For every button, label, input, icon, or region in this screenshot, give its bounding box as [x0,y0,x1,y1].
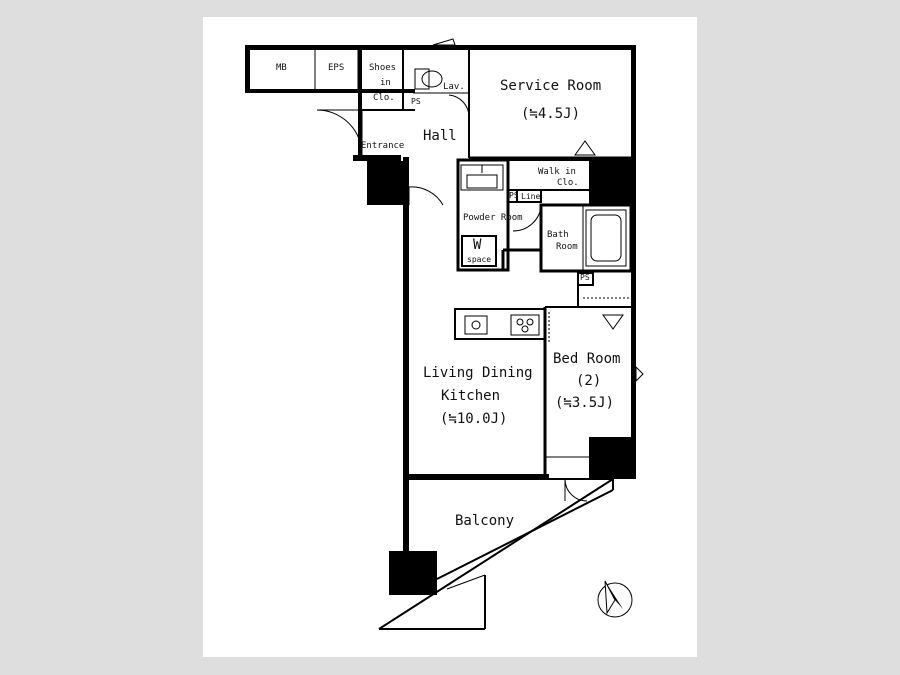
label-bed-line1: Bed Room [553,351,621,367]
label-ldk-line2: Kitchen [441,388,501,404]
label-lav: Lav. [443,82,465,92]
label-hall: Hall [423,128,457,144]
label-bed-line2: (2) [576,373,602,389]
label-balcony: Balcony [455,513,515,529]
label-eps: EPS [328,63,345,73]
label-w-space-word: space [467,255,492,264]
label-shoes-line2: in [380,78,391,88]
bathtub-icon [585,209,627,267]
toilet-icon [414,68,443,90]
label-linen: Line [521,192,541,201]
label-w-space-letter: W [473,237,482,253]
label-walk-in-line2: Clo. [557,178,579,188]
label-entrance: Entrance [361,141,405,151]
label-ps-1: PS [411,97,421,106]
label-mb: MB [276,63,287,73]
label-ldk-line1: Living Dining [423,365,533,381]
label-powder-room: Powder Room [463,213,523,223]
label-ldk-size: (≒10.0J) [440,411,508,427]
label-walk-in-line1: Walk in [538,167,576,177]
exterior-walls [245,45,636,595]
label-service-room: Service Room [500,78,602,94]
floor-plan-drawing [245,38,644,630]
label-ps-3: PS [580,273,590,282]
interior-walls [314,50,633,630]
label-service-room-size: (≒4.5J) [521,106,581,122]
stove-icon [464,314,540,336]
label-ps-2: PS [509,191,519,200]
washer-space-icon [461,235,497,267]
label-shoes-line3: Clo. [373,93,395,103]
label-bed-size: (≒3.5J) [555,395,615,411]
label-shoes-line1: Shoes [369,63,397,73]
floor-plan-sheet: MB EPS Shoes in Clo. Lav. PS Service Roo… [203,17,697,657]
label-bath-line1: Bath [547,230,569,240]
doors [316,38,644,502]
label-bath-line2: Room [556,242,578,252]
north-arrow-icon [597,580,633,618]
sink-icon [460,164,504,191]
